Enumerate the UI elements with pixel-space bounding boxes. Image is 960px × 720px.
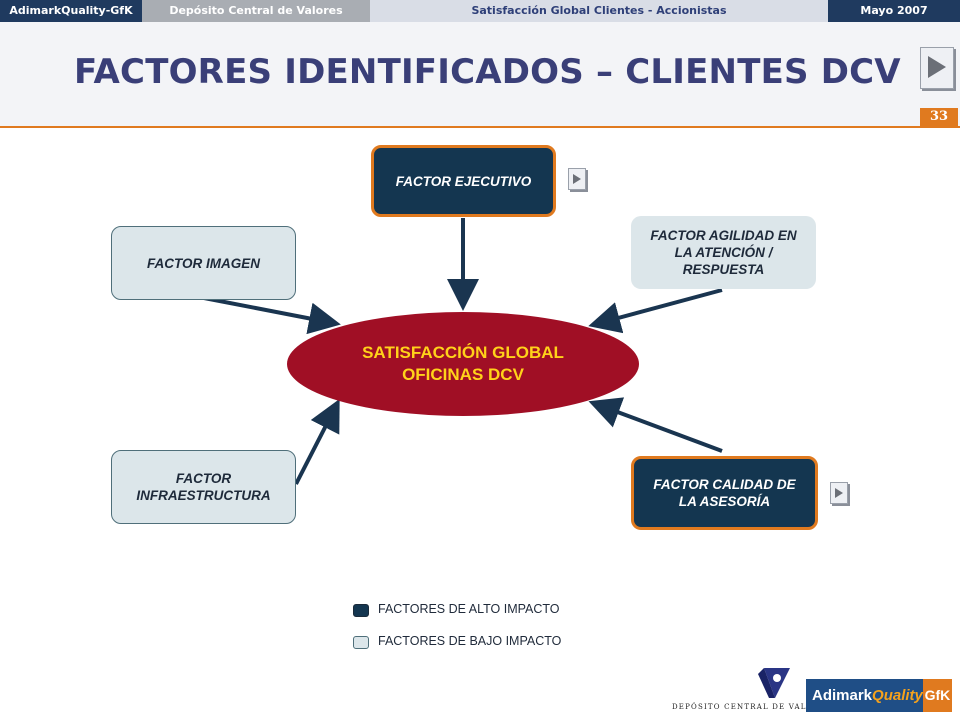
satisfaccion-global-node: SATISFACCIÓN GLOBAL OFICINAS DCV (287, 312, 639, 416)
gfk-logo-quality: Quality (872, 687, 923, 704)
factor-imagen-label: FACTOR IMAGEN (146, 255, 260, 271)
factor-infraestructura-label: FACTOR INFRAESTRUCTURA (136, 471, 271, 503)
dcv-logo (758, 668, 790, 698)
legend-high-label: FACTORES DE ALTO IMPACTO (378, 602, 560, 616)
brand-label: AdimarkQuality-GfK (0, 0, 142, 22)
study-label: Satisfacción Global Clientes - Accionist… (471, 4, 727, 17)
play-triangle-icon (928, 56, 946, 78)
arrow-imagen (203, 296, 341, 335)
arrow-calidad (588, 397, 723, 453)
gfk-logo-main: AdimarkQuality (806, 679, 923, 712)
play-triangle-icon (835, 488, 843, 498)
center-line-1: SATISFACCIÓN GLOBAL (362, 343, 564, 362)
slide-header (0, 22, 960, 128)
gfk-logo-adimark: Adimark (812, 687, 873, 704)
arrow-infraestructura (294, 398, 340, 485)
factor-imagen-box: FACTOR IMAGEN (111, 226, 296, 300)
factor-infraestructura-box: FACTOR INFRAESTRUCTURA (111, 450, 296, 524)
factor-calidad-detail-button[interactable] (830, 482, 848, 504)
gfk-logo-tag: GfK (922, 679, 952, 712)
play-triangle-icon (573, 174, 581, 184)
legend-low-label: FACTORES DE BAJO IMPACTO (378, 634, 562, 648)
legend-high-swatch (353, 604, 369, 617)
arrow-agilidad (588, 288, 723, 334)
factor-ejecutivo-detail-button[interactable] (568, 168, 586, 190)
factor-ejecutivo-box: FACTOR EJECUTIVO (371, 145, 556, 217)
factor-calidad-label: FACTOR CALIDAD DE LA ASESORÍA (653, 477, 796, 509)
factor-agilidad-label: FACTOR AGILIDAD EN LA ATENCIÓN / RESPUES… (650, 228, 797, 277)
factor-calidad-box: FACTOR CALIDAD DE LA ASESORÍA (631, 456, 818, 530)
legend-low-swatch (353, 636, 369, 649)
dcv-logo-text: DEPÓSITO CENTRAL DE VALORES (672, 703, 833, 711)
next-slide-button[interactable] (920, 47, 954, 89)
factor-agilidad-box: FACTOR AGILIDAD EN LA ATENCIÓN / RESPUES… (631, 216, 816, 289)
date-label: Mayo 2007 (828, 0, 960, 22)
page-title: FACTORES IDENTIFICADOS – CLIENTES DCV (74, 52, 901, 92)
page-number: 33 (920, 108, 958, 126)
factor-ejecutivo-label: FACTOR EJECUTIVO (395, 173, 532, 189)
client-label: Depósito Central de Valores (142, 0, 370, 22)
top-bar: AdimarkQuality-GfK Depósito Central de V… (0, 0, 960, 22)
center-line-2: OFICINAS DCV (402, 365, 524, 384)
adimark-gfk-logo: AdimarkQuality GfK (806, 679, 952, 712)
